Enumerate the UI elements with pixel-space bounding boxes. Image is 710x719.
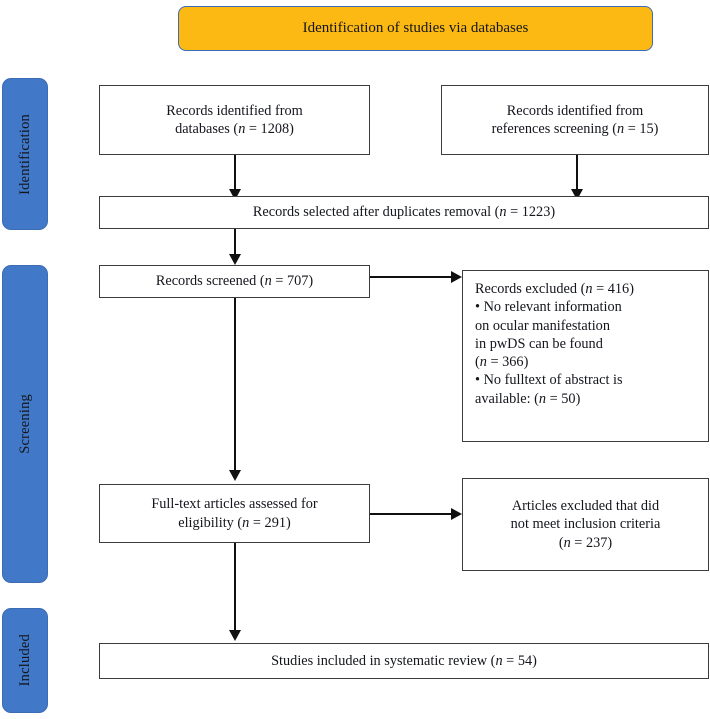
box-studies-included: Studies included in systematic review (n… bbox=[99, 643, 709, 679]
arrowhead-screened-to-fulltext bbox=[229, 470, 241, 481]
arrowhead-screened-to-excluded bbox=[451, 271, 462, 283]
connector-screened-to-fulltext bbox=[234, 298, 236, 473]
box-records-excluded-text: Records excluded (n = 416)• No relevant … bbox=[475, 281, 634, 407]
stage-label-included: Included bbox=[16, 634, 33, 687]
connector-dedup-to-screened bbox=[234, 229, 236, 258]
box-studies-included-text: Studies included in systematic review (n… bbox=[271, 652, 537, 669]
box-records-excluded: Records excluded (n = 416)• No relevant … bbox=[462, 270, 709, 442]
stage-label-screening: Screening bbox=[16, 394, 33, 454]
connector-references-to-dedup bbox=[576, 155, 578, 193]
banner-identification-via-databases: Identification of studies via databases bbox=[178, 6, 653, 51]
stage-label-identification: Identification bbox=[16, 113, 33, 195]
banner-label: Identification of studies via databases bbox=[302, 20, 529, 36]
arrowhead-references-to-dedup bbox=[571, 189, 583, 200]
box-records-screened: Records screened (n = 707) bbox=[99, 265, 370, 298]
box-records-after-duplicates-removal-text: Records selected after duplicates remova… bbox=[252, 204, 556, 221]
box-records-after-duplicates-removal: Records selected after duplicates remova… bbox=[99, 196, 709, 229]
stage-pill-identification: Identification bbox=[2, 78, 48, 230]
arrowhead-fulltext-to-included bbox=[229, 630, 241, 641]
arrowhead-databases-to-dedup bbox=[229, 189, 241, 200]
arrowhead-fulltext-to-articles-excluded bbox=[451, 508, 462, 520]
connector-fulltext-to-articles-excluded bbox=[370, 513, 453, 515]
connector-databases-to-dedup bbox=[234, 155, 236, 193]
stage-pill-included: Included bbox=[2, 608, 48, 713]
connector-fulltext-to-included bbox=[234, 543, 236, 632]
arrowhead-dedup-to-screened bbox=[229, 254, 241, 265]
stage-pill-screening: Screening bbox=[2, 265, 48, 583]
connector-screened-to-excluded bbox=[370, 276, 453, 278]
box-records-screened-text: Records screened (n = 707) bbox=[155, 273, 314, 290]
